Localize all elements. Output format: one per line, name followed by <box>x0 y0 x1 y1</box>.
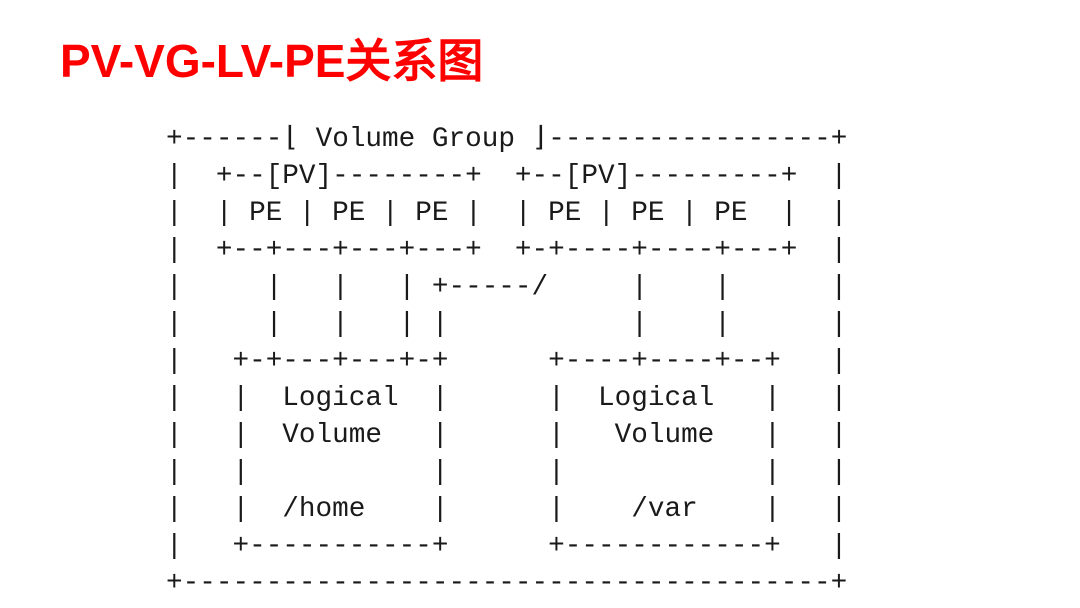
slide-title: PV-VG-LV-PE关系图 <box>60 35 484 87</box>
lvm-ascii-diagram: +------⌊ Volume Group ⌋-----------------… <box>166 124 848 599</box>
